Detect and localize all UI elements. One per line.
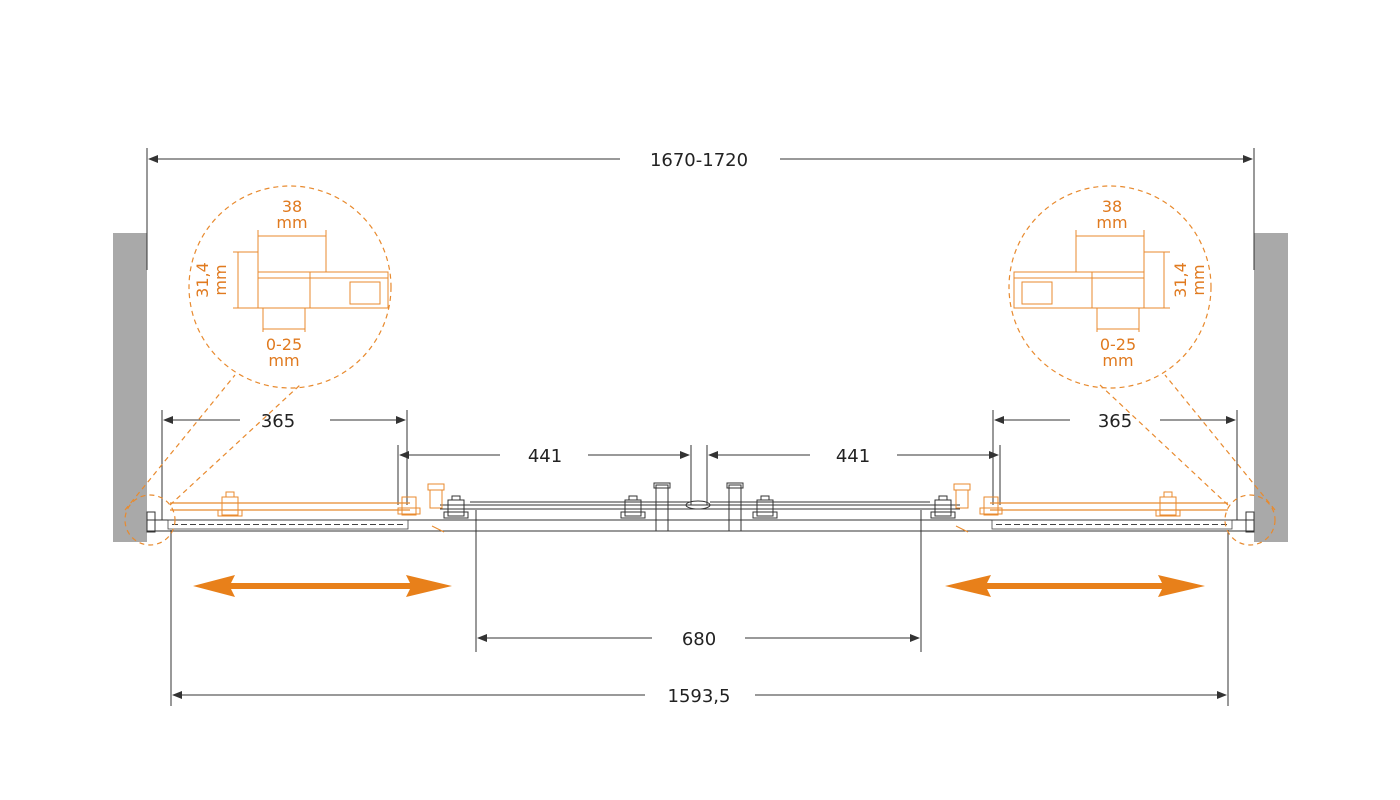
detail-left: 38 mm 31,4 mm 0-25 mm	[188, 185, 392, 389]
svg-text:0-25: 0-25	[266, 335, 302, 354]
dim-right-door-label: 441	[836, 446, 870, 467]
dim-right-fixed-label: 365	[1098, 411, 1132, 432]
right-wall	[1254, 233, 1288, 542]
svg-text:mm: mm	[1189, 264, 1208, 295]
right-corner-marker	[1224, 494, 1276, 546]
dim-left-door: 441	[397, 445, 692, 505]
svg-text:mm: mm	[276, 213, 307, 232]
svg-text:mm: mm	[1102, 351, 1133, 370]
svg-text:mm: mm	[268, 351, 299, 370]
slide-arrow-left	[193, 575, 452, 597]
dim-overall-label: 1670-1720	[650, 150, 748, 171]
svg-text:38: 38	[282, 197, 302, 216]
dim-left-fixed-label: 365	[261, 411, 295, 432]
left-wall	[113, 233, 147, 542]
dim-glass-total-label: 1593,5	[668, 686, 731, 707]
svg-text:38: 38	[1102, 197, 1122, 216]
door-assembly	[146, 482, 1255, 533]
svg-text:31,4: 31,4	[193, 262, 212, 298]
svg-text:mm: mm	[211, 264, 230, 295]
svg-text:0-25: 0-25	[1100, 335, 1136, 354]
left-corner-marker	[124, 494, 176, 546]
dim-overall: 1670-1720	[146, 148, 1255, 270]
svg-text:31,4: 31,4	[1171, 262, 1190, 298]
slide-arrow-right	[945, 575, 1205, 597]
dim-left-door-label: 441	[528, 446, 562, 467]
dim-passage: 680	[475, 510, 922, 652]
dim-right-door: 441	[706, 445, 1001, 505]
detail-right: 38 mm 31,4 mm 0-25 mm	[1008, 185, 1212, 389]
dim-glass-total: 1593,5	[170, 530, 1229, 707]
dim-passage-label: 680	[682, 629, 716, 650]
svg-text:mm: mm	[1096, 213, 1127, 232]
